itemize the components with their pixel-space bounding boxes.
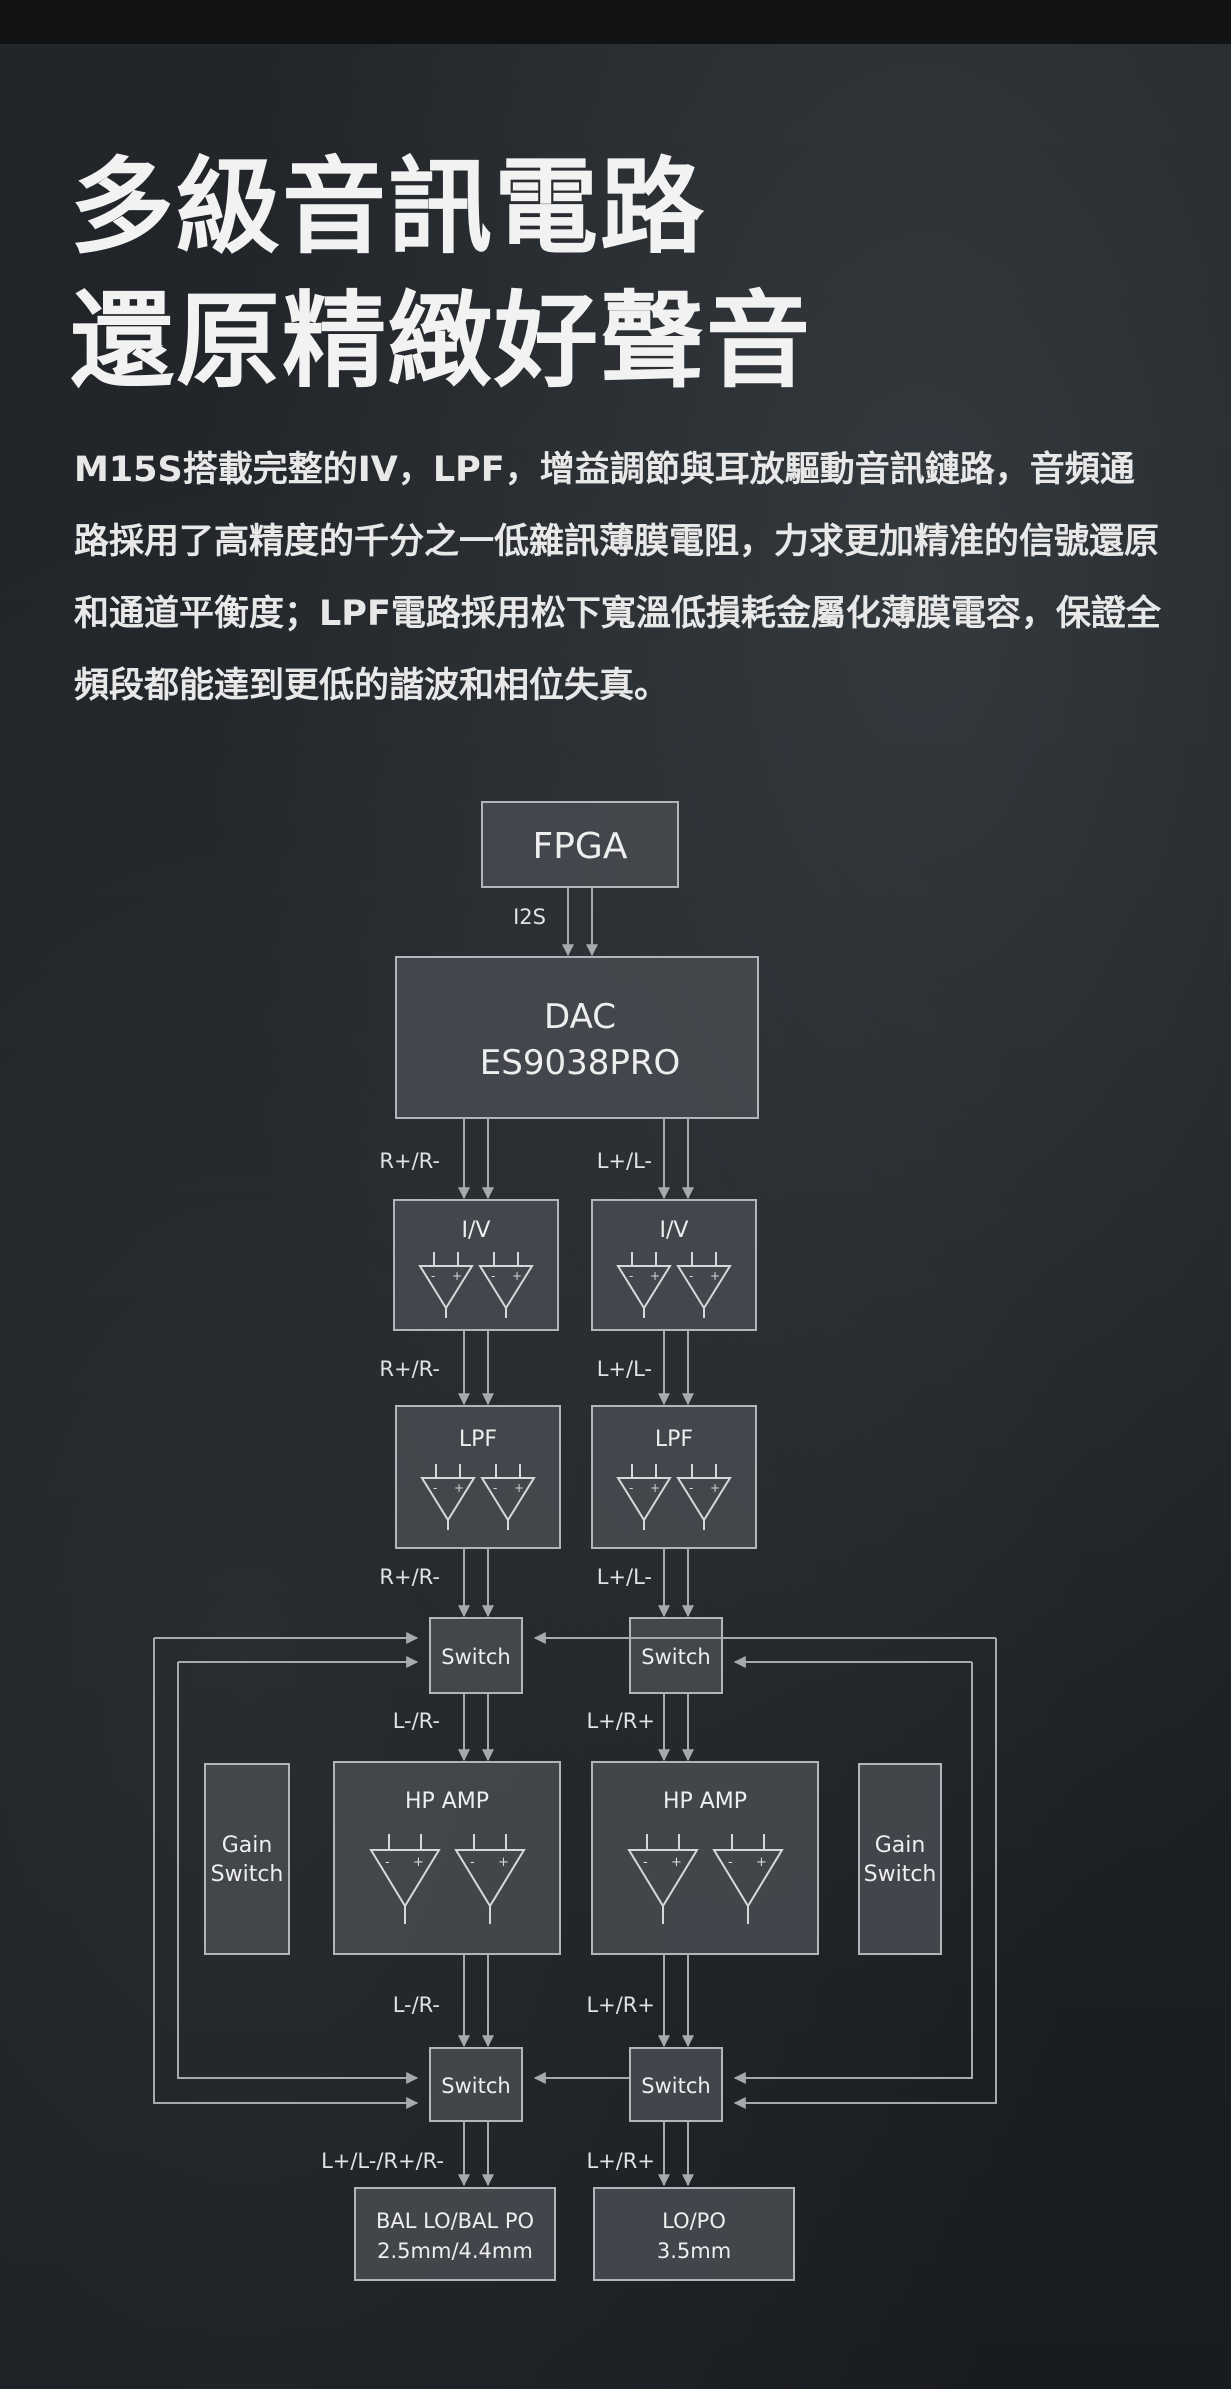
switch-top-left-label: Switch [441,1645,510,1669]
signal-label-r-2: R+/R- [379,1357,440,1381]
output-se-label-1: LO/PO [662,2209,726,2233]
gain-switch-right [858,1763,942,1955]
output-bal-label-1: BAL LO/BAL PO [376,2209,534,2233]
signal-label-se: L+/R+ [586,2149,655,2173]
switch-bottom-right-label: Switch [641,2074,710,2098]
lpf-block-right [591,1405,757,1549]
dac-label: DAC [544,997,616,1037]
headline: 多級音訊電路 還原精緻好聲音 [70,140,812,408]
wire-inner-right-loop [733,1662,973,2084]
signal-label-lr-pos: L+/R+ [586,1709,655,1733]
lpf-block-left [395,1405,561,1549]
signal-label-r-1: R+/R- [379,1149,440,1173]
hp-amp-block-left [333,1761,561,1955]
hp-amp-right-label: HP AMP [663,1789,747,1814]
signal-label-lr-pos-2: L+/R+ [586,1993,655,2017]
signal-label-lr-neg-2: L-/R- [393,1993,440,2017]
fpga-label: FPGA [533,826,628,867]
hp-amp-left-label: HP AMP [405,1789,489,1814]
output-se-block [593,2187,795,2281]
output-bal-label-2: 2.5mm/4.4mm [377,2239,533,2263]
signal-label-l-3: L+/L- [597,1565,652,1589]
hp-amp-block-right [591,1761,819,1955]
gain-switch-right-label-1: Gain [875,1833,926,1858]
gain-switch-left-label-1: Gain [222,1833,273,1858]
lpf-left-label: LPF [459,1427,497,1452]
description-paragraph: M15S搭載完整的IV，LPF，增益調節與耳放驅動音訊鏈路，音頻通路採用了高精度… [74,450,1161,706]
audio-circuit-block-diagram: - + - + FPGA I2S DAC ES9038PRO R+/R- L+/… [153,801,997,2281]
gain-switch-left [204,1763,290,1955]
i2s-label: I2S [513,905,546,929]
signal-label-r-3: R+/R- [379,1565,440,1589]
dac-model-label: ES9038PRO [480,1043,680,1083]
dac-block [395,956,759,1119]
iv-block-right [591,1199,757,1331]
fpga-block [481,801,679,888]
signal-label-l-2: L+/L- [597,1357,652,1381]
signal-label-lr-neg: L-/R- [393,1709,440,1733]
wire-outer-left-loop [153,1638,419,2109]
top-bar [0,0,1231,44]
signal-label-bal: L+/L-/R+/R- [321,2149,444,2173]
gain-switch-right-label-2: Switch [864,1862,937,1887]
signal-label-l-1: L+/L- [597,1149,652,1173]
iv-right-label: I/V [660,1218,689,1243]
switch-bottom-left-label: Switch [441,2074,510,2098]
switch-bottom-right [629,2047,723,2122]
wire-outer-right-loop [733,1638,997,2109]
headline-line-2: 還原精緻好聲音 [70,280,813,402]
iv-left-label: I/V [462,1218,491,1243]
switch-top-right [629,1617,723,1694]
headline-line-1: 多級音訊電路 [70,146,707,268]
output-se-label-2: 3.5mm [657,2239,731,2263]
output-bal-block [354,2187,556,2281]
lpf-right-label: LPF [655,1427,693,1452]
switch-top-left [429,1617,523,1694]
iv-block-left [393,1199,559,1331]
switch-bottom-left [429,2047,523,2122]
gain-switch-left-label-2: Switch [211,1862,284,1887]
wire-inner-left-loop [177,1662,419,2084]
switch-top-right-label: Switch [641,1645,710,1669]
